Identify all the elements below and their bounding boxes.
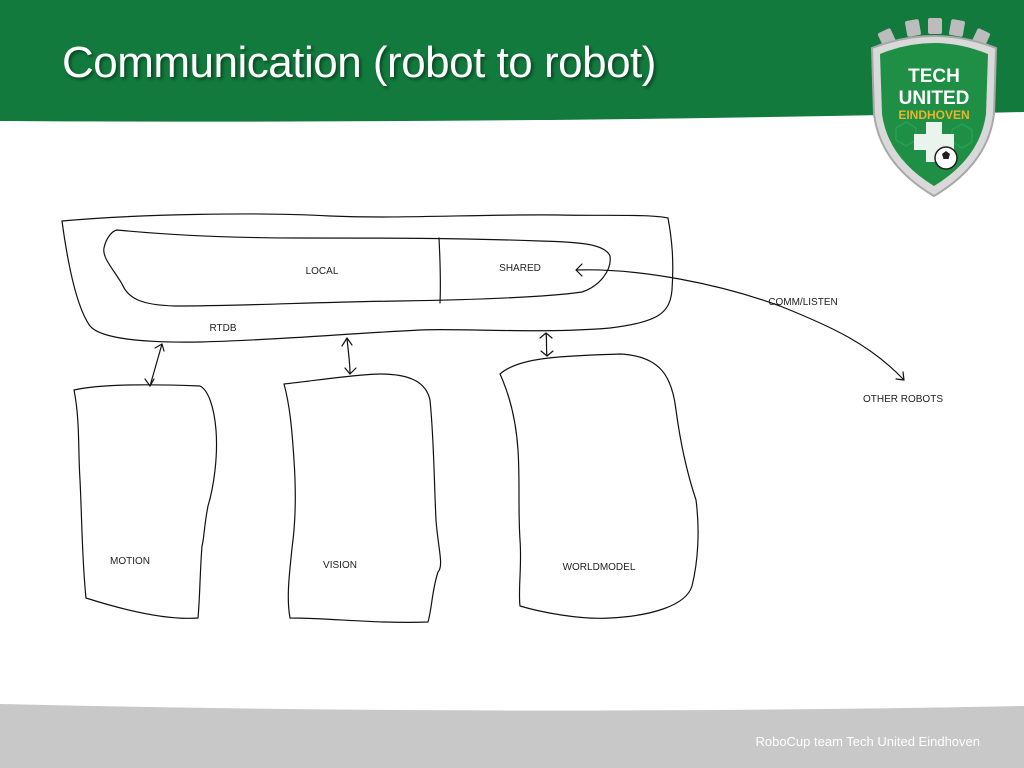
- arrow-rtdb-motion: [149, 343, 163, 387]
- tech-united-logo: TECH UNITED EINDHOVEN: [870, 18, 998, 198]
- worldmodel-label: WORLDMODEL: [563, 562, 636, 573]
- comm-listen-label: COMM/LISTEN: [768, 297, 837, 308]
- other-robots-label: OTHER ROBOTS: [863, 394, 943, 405]
- motion-box: [73, 384, 218, 619]
- arrow-rtdb-worldmodel: [545, 332, 548, 357]
- shared-label: SHARED: [499, 263, 541, 274]
- worldmodel-box: [499, 353, 699, 619]
- rtdb-label: RTDB: [209, 323, 236, 334]
- local-label: LOCAL: [306, 266, 339, 277]
- slide-title: Communication (robot to robot): [62, 38, 656, 87]
- logo-line1: TECH: [908, 66, 960, 87]
- inner-shared-local-shape: [103, 229, 611, 307]
- local-shared-divider: [438, 237, 442, 304]
- vision-box: [283, 373, 442, 623]
- header-band: [0, 0, 1024, 122]
- motion-label: MOTION: [110, 556, 150, 567]
- logo-line3: EINDHOVEN: [898, 108, 969, 122]
- arrow-rtdb-vision: [346, 337, 351, 375]
- logo-line2: UNITED: [899, 88, 970, 109]
- vision-label: VISION: [323, 560, 357, 571]
- footer-text: RoboCup team Tech United Eindhoven: [755, 734, 980, 749]
- arrow-shared-other-robots: [575, 269, 905, 381]
- rtdb-outer-shape: [61, 213, 674, 343]
- footer-band: [0, 704, 1024, 768]
